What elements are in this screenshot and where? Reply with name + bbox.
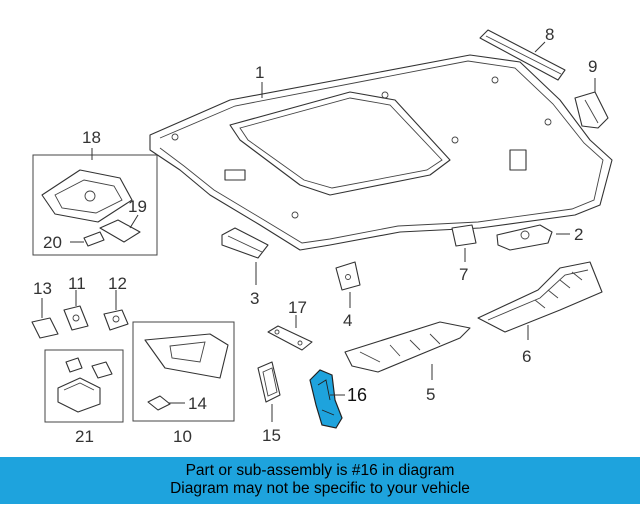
callout-21: 21: [75, 427, 94, 446]
part-12-clip[interactable]: [103, 309, 129, 331]
callout-7: 7: [459, 265, 468, 284]
callout-14: 14: [188, 394, 207, 413]
callout-2: 2: [574, 225, 583, 244]
callout-18: 18: [82, 128, 101, 147]
part-4-bracket[interactable]: [335, 261, 361, 291]
part-8-strip[interactable]: [479, 29, 566, 81]
parts-diagram: 1 8 9 2 7 3 4 6: [31, 25, 613, 446]
callout-13: 13: [33, 279, 52, 298]
part-11-clip[interactable]: [63, 305, 89, 331]
info-banner: Part or sub-assembly is #16 in diagram D…: [0, 457, 640, 504]
banner-line-1: Part or sub-assembly is #16 in diagram: [185, 462, 455, 479]
banner-line-2: Diagram may not be specific to your vehi…: [170, 480, 470, 497]
part-17-strip[interactable]: [267, 325, 313, 351]
part-10-sun-visor[interactable]: [144, 333, 229, 411]
part-19-lens[interactable]: [99, 219, 141, 243]
callout-16: 16: [347, 385, 367, 405]
callout-4: 4: [343, 311, 352, 330]
part-20-bulb[interactable]: [83, 231, 105, 247]
part-7-cap[interactable]: [451, 224, 477, 247]
part-18-dome-light[interactable]: [41, 169, 133, 223]
callout-6: 6: [522, 347, 531, 366]
part-2-handle[interactable]: [496, 224, 553, 251]
callout-5: 5: [426, 385, 435, 404]
part-9-clip[interactable]: [574, 91, 609, 129]
callout-1: 1: [255, 63, 264, 82]
callout-11: 11: [68, 274, 86, 293]
callout-15: 15: [262, 426, 281, 445]
callout-17: 17: [288, 298, 307, 317]
part-13-clip[interactable]: [31, 317, 59, 339]
part-3-pad[interactable]: [221, 227, 269, 259]
callout-20: 20: [43, 233, 62, 252]
box-10: [132, 321, 235, 422]
part-15-cover[interactable]: [257, 361, 281, 403]
callout-3: 3: [250, 289, 259, 308]
part-16-highlighted[interactable]: [309, 369, 343, 429]
callout-9: 9: [588, 57, 597, 76]
box-21: [44, 349, 124, 423]
part-6-trim[interactable]: [477, 261, 603, 333]
callout-19: 19: [128, 197, 147, 216]
callout-12: 12: [108, 274, 127, 293]
callout-10: 10: [173, 427, 192, 446]
callout-8: 8: [545, 25, 554, 44]
part-5-trim[interactable]: [344, 321, 471, 373]
headliner-part-1[interactable]: [149, 54, 613, 251]
part-21-lamp-kit[interactable]: [57, 357, 113, 413]
box-18: [32, 154, 158, 256]
